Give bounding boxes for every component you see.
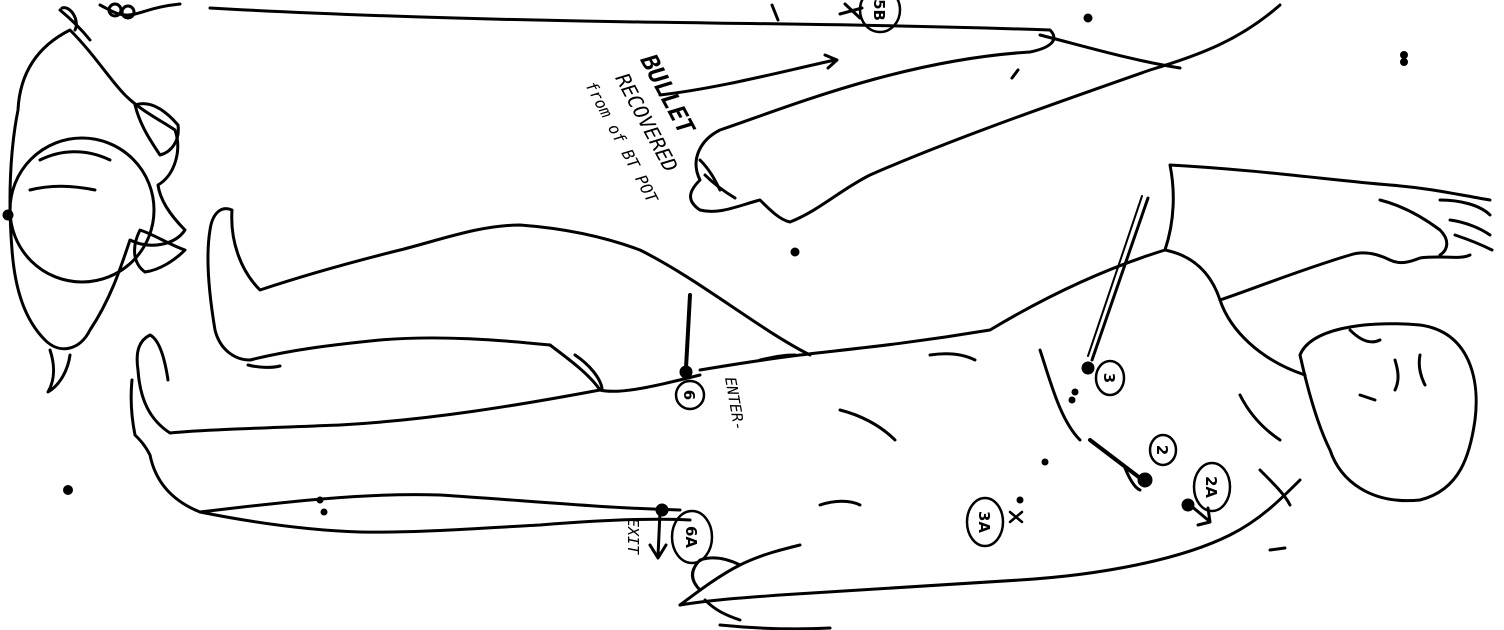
main-knee-upper bbox=[550, 345, 700, 391]
badge-wound-6-label: 6 bbox=[680, 390, 698, 400]
badge-wound-2-label: 2 bbox=[1153, 445, 1171, 455]
dot-g bbox=[1073, 390, 1077, 394]
main-detail-lines bbox=[248, 350, 1290, 550]
wound-2-dot bbox=[1139, 474, 1151, 486]
badge-wound-2a: 2A bbox=[1194, 463, 1230, 511]
upper-small-mark bbox=[772, 5, 778, 20]
arrow-to-wound-6 bbox=[686, 295, 690, 368]
upper-arm-outline bbox=[210, 5, 1280, 222]
dot-a bbox=[1085, 15, 1091, 21]
badge-wound-6: 6 bbox=[676, 381, 704, 409]
overhead-figure bbox=[4, 4, 185, 392]
dot-f bbox=[1070, 398, 1074, 402]
dot-k bbox=[1018, 498, 1022, 502]
overhead-head-hair bbox=[30, 152, 110, 190]
main-raised-arm bbox=[1220, 200, 1470, 300]
main-torso-upper-outline bbox=[1165, 165, 1490, 375]
badge-wound-2a-label: 2A bbox=[1202, 476, 1220, 498]
badge-wound-3a-label: 3A bbox=[975, 511, 993, 533]
main-bottom-leg bbox=[131, 380, 680, 512]
main-lower-leg-thigh bbox=[200, 512, 690, 532]
upper-hand-fingers bbox=[700, 160, 735, 198]
dot-j bbox=[322, 510, 326, 514]
badge-wound-5b-label: 5B bbox=[870, 0, 888, 21]
overhead-dot bbox=[4, 211, 12, 219]
badge-wound-6a-label: 6A bbox=[682, 526, 700, 548]
arrow-from-wound-2a bbox=[1190, 505, 1210, 525]
overhead-right-arm bbox=[48, 350, 70, 392]
arrow-to-wound-2 bbox=[1090, 440, 1140, 478]
upper-plus bbox=[840, 4, 862, 18]
arrow-to-wound-3 bbox=[1092, 198, 1148, 360]
entry-label: ENTER- bbox=[721, 376, 748, 432]
badge-wound-6a: 6A bbox=[672, 511, 712, 563]
upper-arm-inner-line bbox=[1040, 35, 1180, 68]
main-figure bbox=[131, 165, 1492, 629]
x-mark bbox=[1010, 512, 1022, 522]
badge-wound-3a: 3A bbox=[967, 498, 1003, 546]
dot-e bbox=[65, 487, 72, 494]
exit-label: EXIT bbox=[624, 518, 642, 555]
main-upper-leg bbox=[208, 209, 810, 360]
main-head bbox=[1300, 324, 1476, 501]
overhead-head bbox=[10, 138, 154, 282]
upper-arrow bbox=[660, 55, 837, 95]
main-lower-leg bbox=[137, 335, 600, 433]
badge-wound-3-label: 3 bbox=[1100, 373, 1118, 383]
badge-wound-2: 2 bbox=[1150, 435, 1176, 465]
badge-wound-3: 3 bbox=[1096, 361, 1124, 395]
upper-figure bbox=[210, 4, 1280, 222]
wound-6-dot bbox=[681, 367, 691, 377]
dash-a bbox=[1012, 70, 1018, 78]
dot-d bbox=[792, 249, 798, 255]
dot-h bbox=[1043, 460, 1047, 464]
main-face-features bbox=[1350, 330, 1425, 400]
dot-b bbox=[1402, 53, 1407, 58]
wound-3-dot bbox=[1083, 363, 1093, 373]
dot-i bbox=[318, 498, 322, 502]
dot-c bbox=[1402, 60, 1407, 65]
